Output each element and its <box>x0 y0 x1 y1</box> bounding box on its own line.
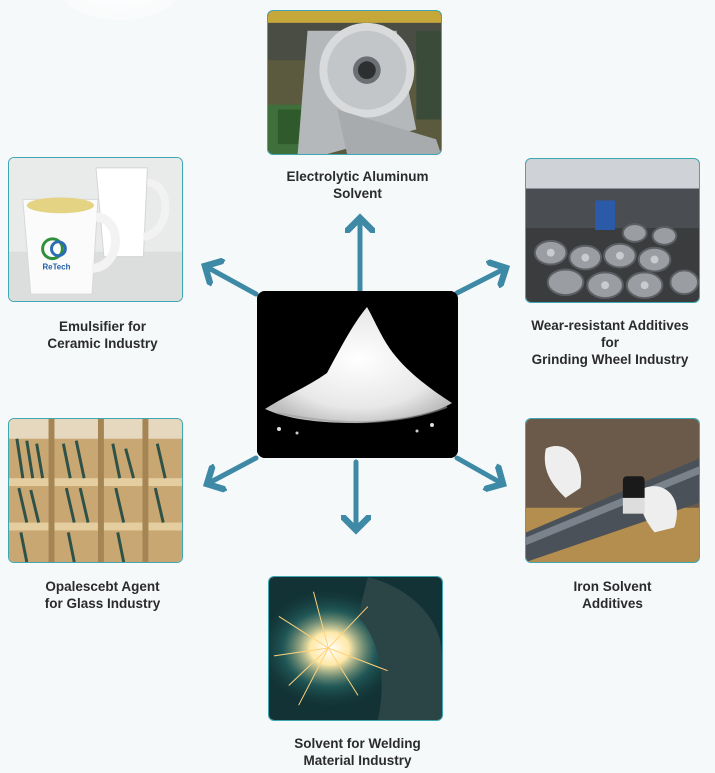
label-aluminum-line-2: Solvent <box>333 186 382 201</box>
label-glass: Opalescebt Agent for Glass Industry <box>0 578 205 612</box>
iron-image <box>525 418 700 563</box>
powder-image <box>257 291 458 458</box>
label-ceramic-line-1: Emulsifier for <box>58 319 147 334</box>
label-iron-line-1: Iron Solvent <box>573 579 652 594</box>
label-ceramic-line-2: Ceramic Industry <box>47 336 158 351</box>
label-glass-line-2: for Glass Industry <box>44 596 161 611</box>
label-grinding-line-3: Grinding Wheel Industry <box>531 352 689 367</box>
glass-image <box>8 418 183 563</box>
grinding-image <box>525 158 700 303</box>
ceramic-image: ReTech <box>8 157 183 302</box>
label-aluminum-line-1: Electrolytic Aluminum <box>286 169 429 184</box>
label-grinding-line-2: for <box>601 335 619 350</box>
aluminum-image <box>267 10 442 155</box>
label-welding-line-2: Material Industry <box>303 753 412 768</box>
retech-logo-text: ReTech <box>42 262 70 271</box>
label-aluminum: Electrolytic Aluminum Solvent <box>260 168 455 202</box>
label-welding-line-1: Solvent for Welding <box>294 736 421 751</box>
label-ceramic: Emulsifier for Ceramic Industry <box>0 318 205 352</box>
label-iron-line-2: Additives <box>582 596 643 611</box>
label-glass-line-1: Opalescebt Agent <box>45 579 160 594</box>
label-welding: Solvent for Welding Material Industry <box>255 735 460 769</box>
arrow-to-iron <box>454 455 503 484</box>
label-grinding-line-1: Wear-resistant Additives <box>531 318 689 333</box>
welding-image <box>268 576 443 721</box>
label-iron: Iron Solvent Additives <box>510 578 715 612</box>
arrow-to-grinding <box>454 268 506 296</box>
arrow-to-ceramic <box>205 266 259 297</box>
label-grinding: Wear-resistant Additives for Grinding Wh… <box>505 317 715 368</box>
background-glow <box>60 0 180 20</box>
arrow-to-glass <box>207 455 259 484</box>
